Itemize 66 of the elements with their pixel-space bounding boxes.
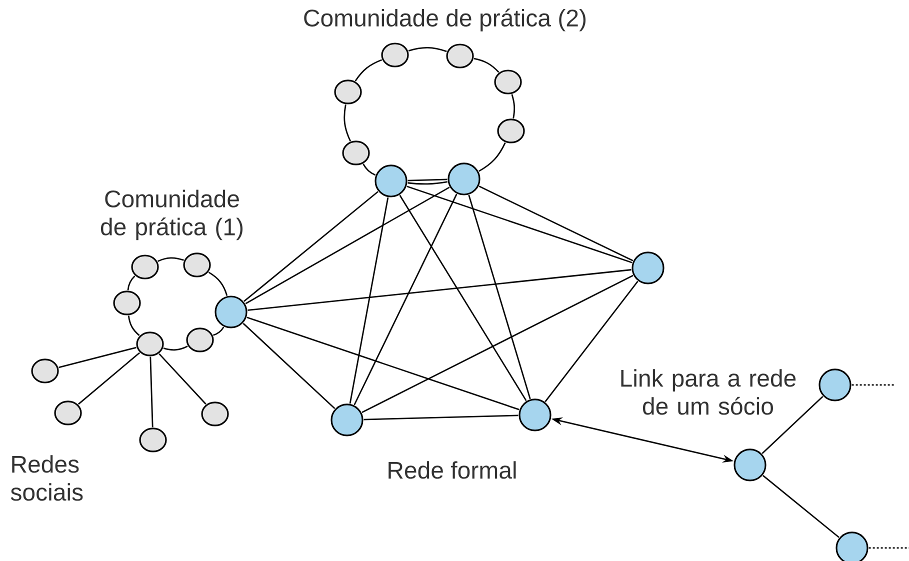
connector-line [128,316,140,336]
connector-line [544,280,638,402]
network-node [131,254,159,280]
connector-line [245,186,450,304]
network-node [497,118,525,144]
connector-line [478,186,634,262]
network-node [818,368,852,402]
connector-line [408,181,448,185]
connector-line [762,396,824,454]
connector-line [163,346,188,351]
group-label: Comunidade de prática (1) [100,190,243,240]
connector-line [762,475,840,538]
connector-line [208,272,228,296]
connector-line [478,142,506,172]
connector-line [349,197,389,404]
connector-line [364,414,518,420]
edge-label: Link para a rede de um sócio [621,369,796,415]
network-node [330,404,364,436]
network-node [214,296,248,328]
network-node [334,80,362,104]
network-node [518,398,552,432]
connector-line [78,352,140,405]
connector-line [246,316,520,410]
connector-line [362,164,376,176]
connector-line [242,322,336,410]
network-node [734,448,766,482]
connector-line [468,194,531,400]
network-node [446,44,474,68]
network-node [374,164,408,198]
connector-line [213,326,224,336]
connector-line [248,269,632,311]
connector-line [408,178,448,182]
dotted-line [868,547,909,549]
connector-line [150,356,154,428]
connector-line [354,59,382,82]
connector-line [158,353,206,405]
group-label: Comunidade de prática (2) [304,8,586,32]
network-node [632,252,664,284]
network-node [494,70,522,94]
connector-line [474,58,500,73]
connector-line [244,191,378,302]
network-node [113,290,141,316]
connector-line [406,186,632,264]
network-node [139,428,167,452]
connector-line [399,194,527,402]
network-node [136,332,164,356]
network-node [448,162,480,196]
connector-line [362,274,634,414]
network-node [186,328,214,352]
connector-line [344,104,352,142]
connector-line [408,47,447,52]
connector-line [511,94,516,118]
connector-line [58,346,136,368]
dotted-line [852,384,896,386]
connector-line [354,194,458,406]
group-label: Rede formal [388,461,516,479]
network-node [381,42,409,68]
group-label: Redes sociais [10,455,83,501]
connector-line [158,257,184,262]
connector-line [127,275,136,290]
network-node [31,358,59,384]
network-node [836,532,868,561]
network-node [201,402,229,426]
network-node [342,140,370,166]
network-node [183,252,211,278]
network-node [54,400,82,426]
